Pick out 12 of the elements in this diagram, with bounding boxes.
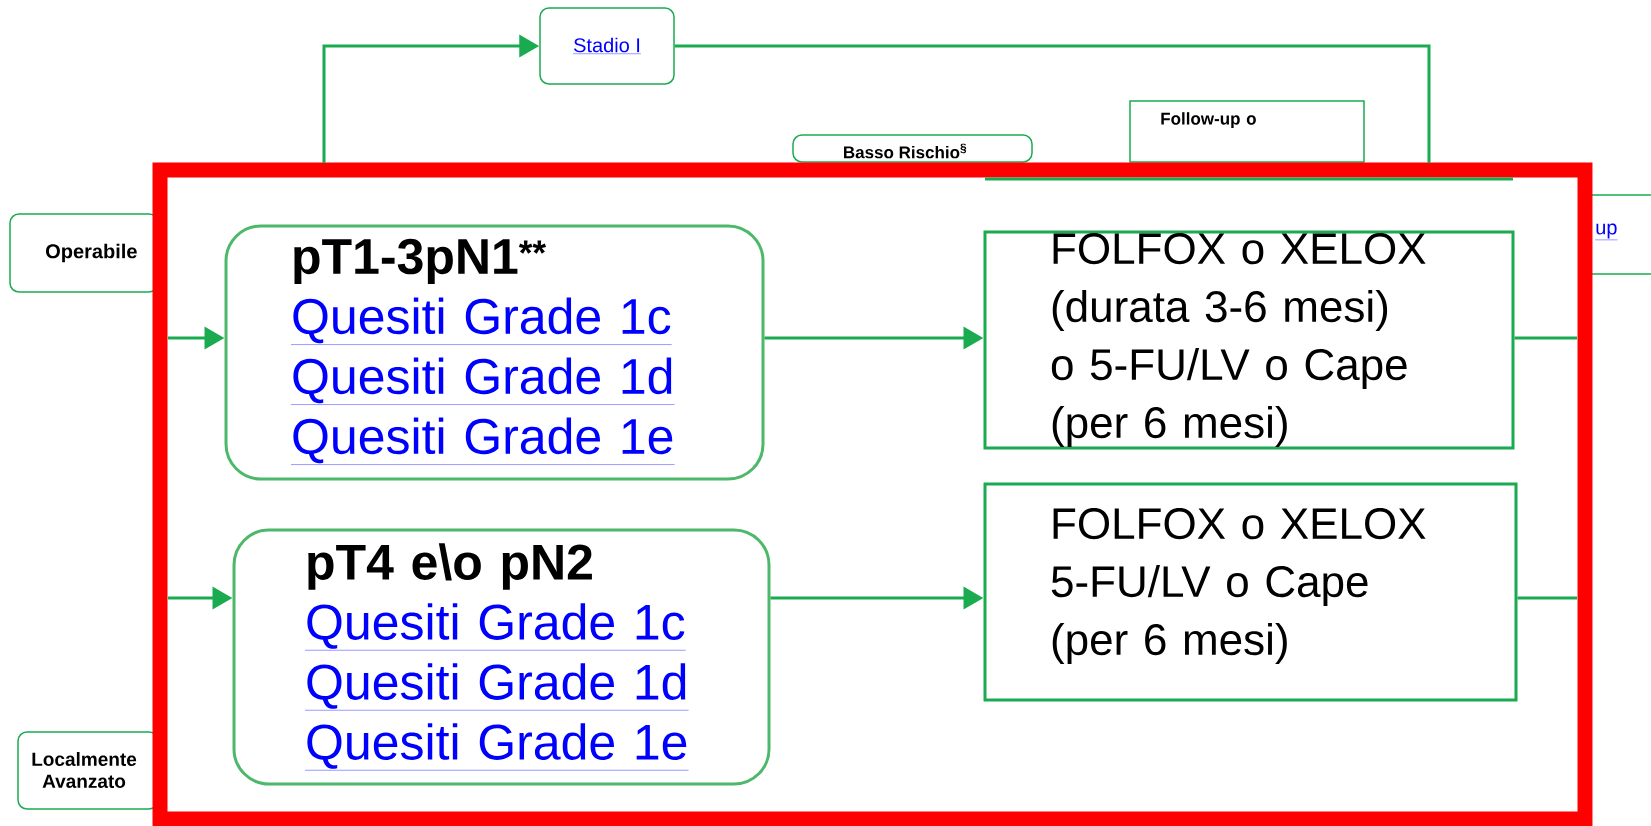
connector-line [1517,596,1577,600]
stage-box: Operabile [9,213,159,293]
therapy-box: FOLFOX o XELOX (durata 3-6 mesi) o 5-FU/LV o Cape (per 6 mesi) [983,230,1515,450]
stage-box: Stadio I [539,7,675,85]
outcome-box: Follow-up o [1129,100,1365,163]
therapy-box: FOLFOX o XELOX 5-FU/LV o Cape (per 6 mesi) [983,482,1518,702]
connector-line [674,44,1431,163]
stage-box: pT1-3pN1$^{**}$ Quesiti Grade 1c Quesiti Grade 1d Quesiti Grade 1e [224,224,765,481]
stage-box: pT4 e\o pN2 Quesiti Grade 1c Quesiti Grade 1d Quesiti Grade 1e [232,528,771,786]
stage-box: Localmente Avanzato [17,731,159,810]
risk-box: Basso Rischio$^{§}$ [792,134,1033,163]
connector-line [1514,336,1577,340]
